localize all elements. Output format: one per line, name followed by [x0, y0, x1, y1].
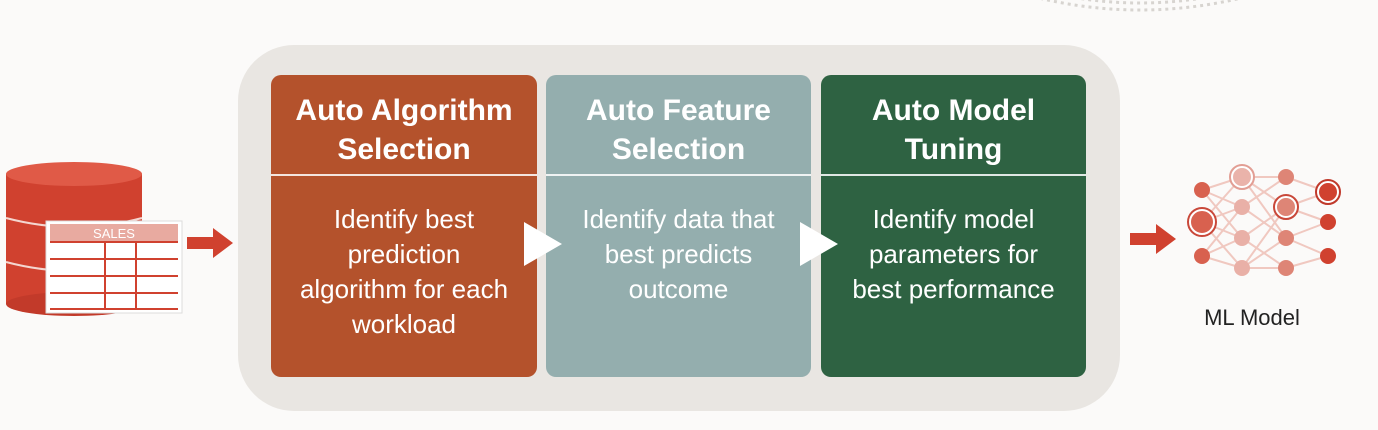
step-divider	[271, 174, 537, 176]
step-connector-arrow	[800, 222, 838, 266]
input-arrow	[187, 228, 233, 258]
step-title: Auto Feature Selection	[585, 94, 771, 166]
sales-table-label: SALES	[93, 226, 135, 241]
step-auto-algorithm-selection: Auto Algorithm Selection Identify best p…	[271, 75, 537, 377]
step-title: Auto Model Tuning	[871, 94, 1036, 166]
database-icon: SALES	[5, 162, 183, 316]
step-divider	[821, 174, 1086, 176]
step-connector-arrow	[524, 222, 562, 266]
decorative-pattern	[1041, 0, 1239, 12]
ml-model-label: ML Model	[1204, 305, 1300, 330]
step-auto-model-tuning: Auto Model Tuning Identify model paramet…	[821, 75, 1086, 377]
step-description: Identify model parameters for best perfo…	[852, 204, 1055, 304]
step-description: Identify data that best predicts outcome	[582, 204, 775, 304]
step-description: Identify best prediction algorithm for e…	[299, 204, 509, 339]
output-arrow	[1130, 224, 1176, 254]
step-auto-feature-selection: Auto Feature Selection Identify data tha…	[546, 75, 811, 377]
neural-network-icon	[1187, 164, 1341, 276]
step-title: Auto Algorithm Selection	[295, 94, 513, 166]
step-divider	[546, 174, 811, 176]
